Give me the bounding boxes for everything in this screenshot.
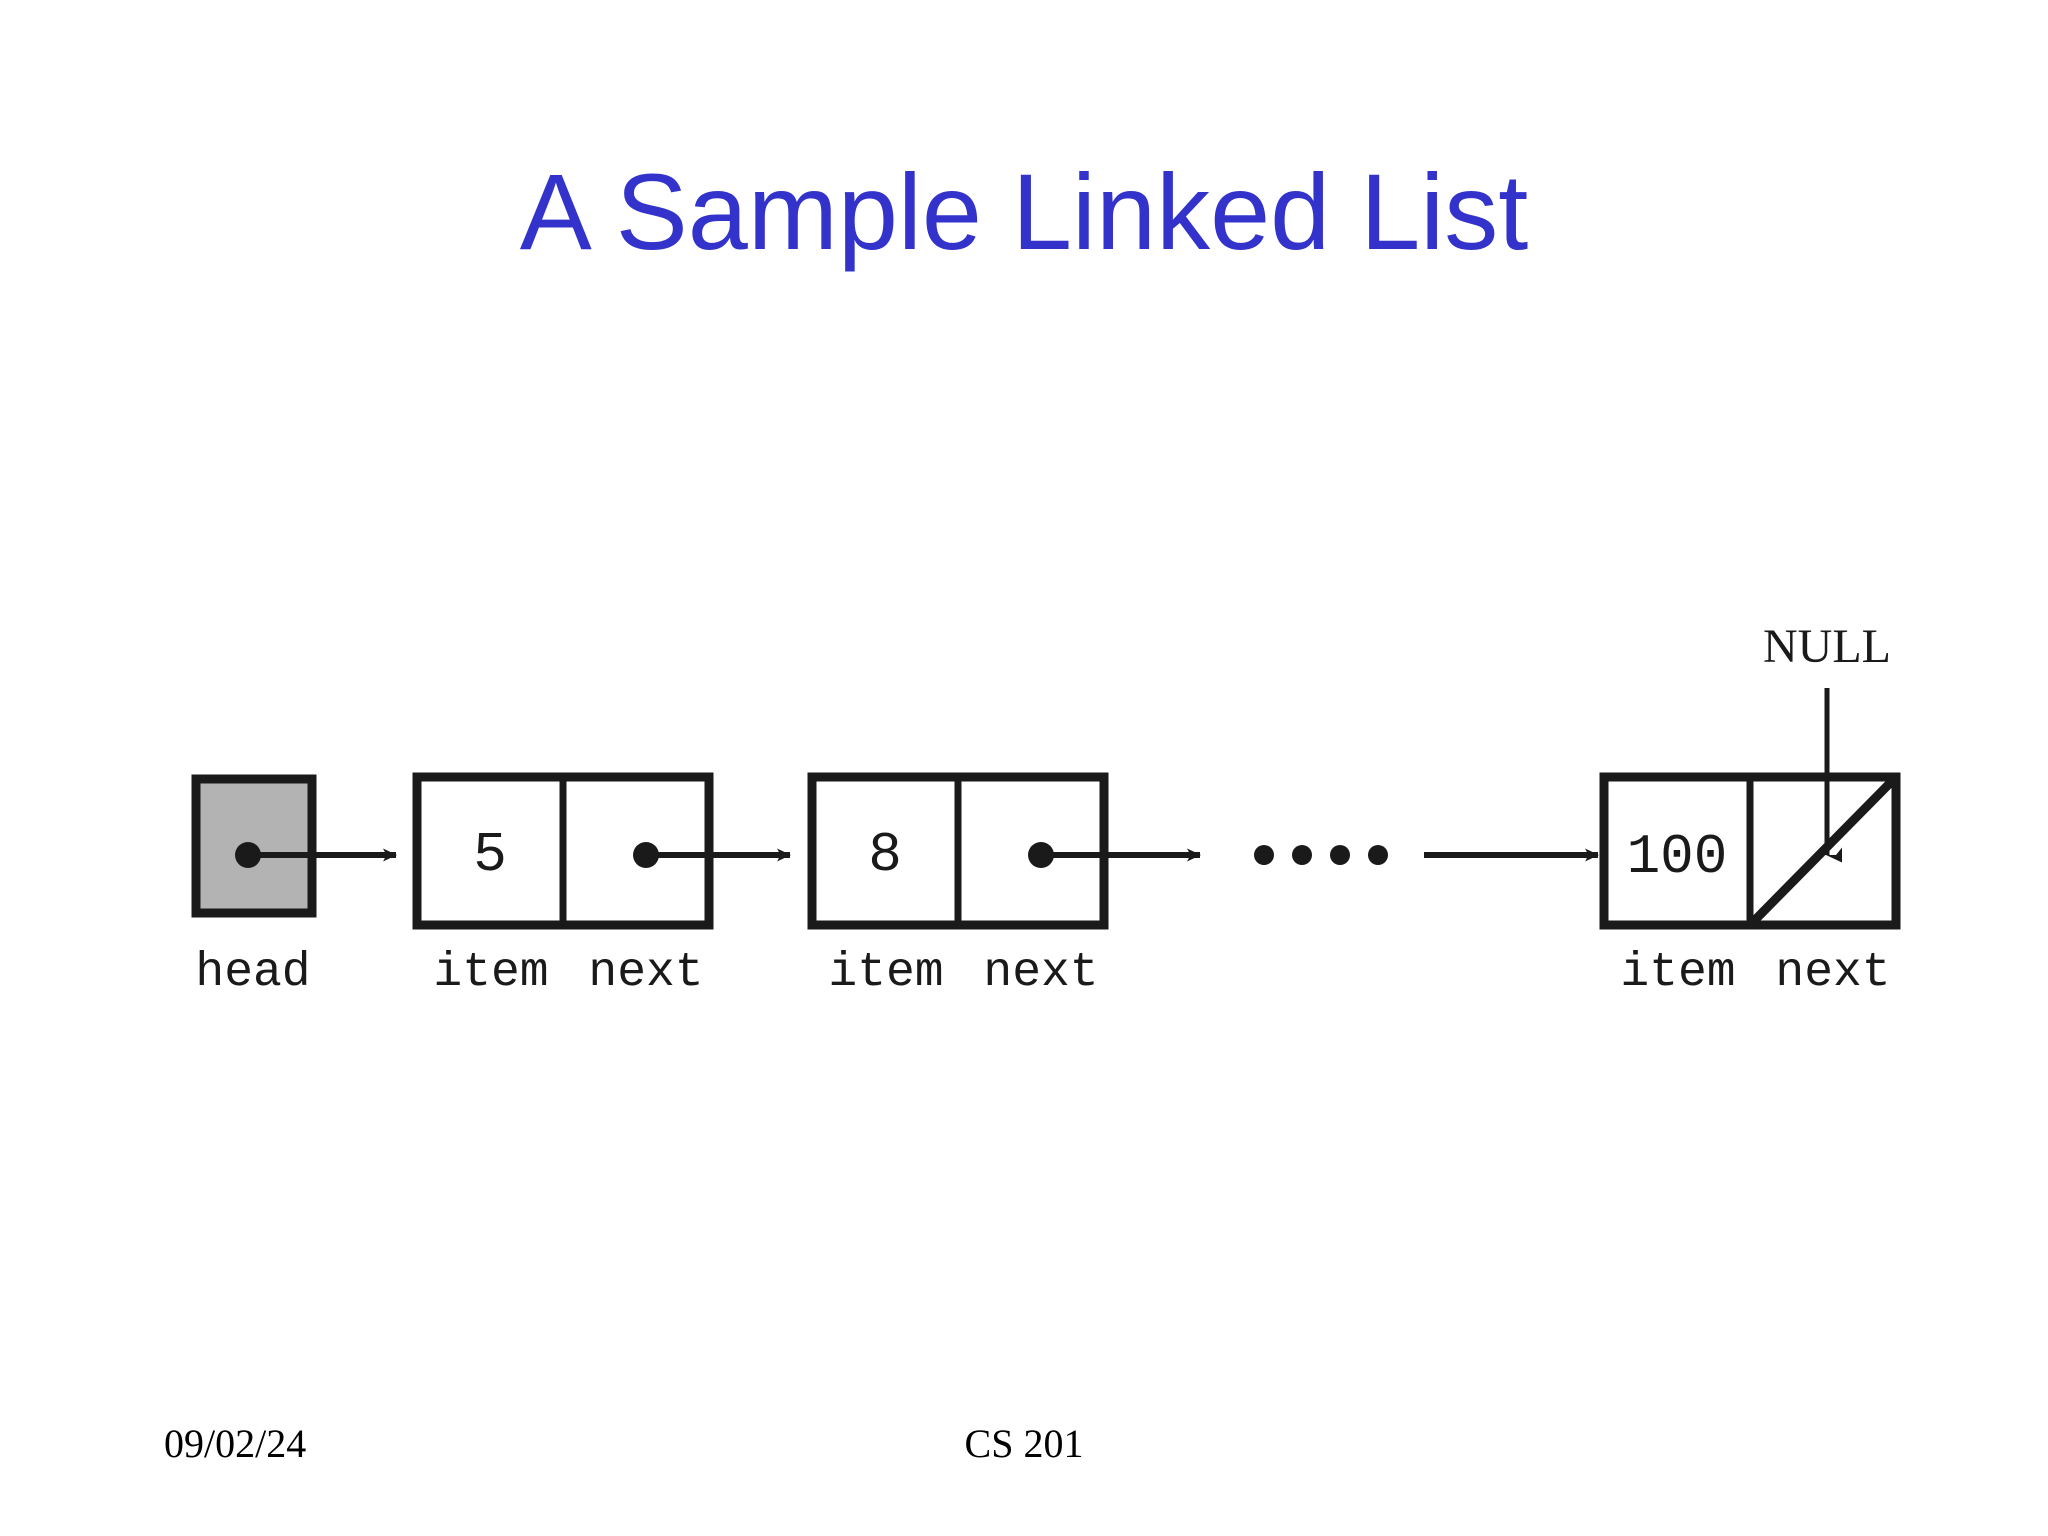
node-1-item-label: item — [433, 946, 548, 1000]
node-3-null-slash — [1748, 775, 1898, 927]
node-2-group: 8 — [807, 772, 1201, 930]
page-title: A Sample Linked List — [519, 151, 1529, 272]
node-3-group: 100 — [1599, 772, 1901, 930]
null-label: NULL — [1763, 620, 1891, 673]
node-1-item-value: 5 — [473, 823, 507, 887]
node-3-item-value: 100 — [1627, 825, 1728, 889]
head-label: head — [195, 946, 310, 1000]
node-1-group: 5 — [412, 772, 791, 930]
node-3-next-label: next — [1775, 946, 1890, 1000]
footer-course-label: CS 201 — [964, 1421, 1084, 1466]
field-labels-group: head item next item next item next — [195, 946, 1890, 1000]
node-1-next-label: next — [588, 946, 703, 1000]
ellipsis-dot — [1292, 845, 1312, 865]
ellipsis-dot — [1330, 845, 1350, 865]
ellipsis-dots — [1254, 845, 1388, 865]
footer-date: 09/02/24 — [164, 1421, 307, 1466]
node-2-item-label: item — [828, 946, 943, 1000]
node-2-next-label: next — [983, 946, 1098, 1000]
node-2-item-value: 8 — [868, 823, 902, 887]
null-annotation-group: NULL — [1763, 620, 1891, 863]
ellipsis-dot — [1254, 845, 1274, 865]
node-3-item-label: item — [1620, 946, 1735, 1000]
head-pointer-group — [191, 774, 397, 918]
ellipsis-dot — [1368, 845, 1388, 865]
